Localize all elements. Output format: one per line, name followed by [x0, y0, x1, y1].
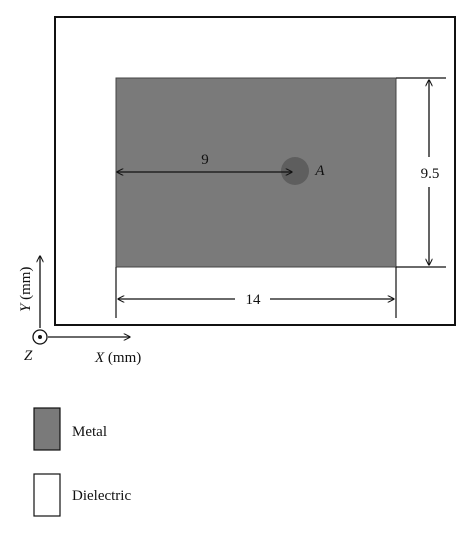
feed-point-a	[281, 157, 309, 185]
y-axis-letter: Y	[18, 302, 34, 312]
legend-item-dielectric: Dielectric	[33, 473, 131, 517]
x-axis-letter: X	[94, 350, 105, 366]
y-axis-label: Y (mm)	[18, 267, 34, 312]
y-axis-unit: (mm)	[18, 267, 34, 304]
dimension-label-height: 9.5	[421, 166, 440, 182]
legend-item-metal: Metal	[33, 407, 107, 451]
z-axis-label: Z	[24, 348, 33, 364]
point-label-a: A	[314, 163, 325, 179]
legend-swatch-dielectric	[33, 473, 61, 517]
dimension-label-width: 14	[246, 292, 262, 308]
z-axis-symbol-dot	[38, 335, 42, 339]
x-axis-unit: (mm)	[104, 350, 141, 366]
legend: Metal Dielectric	[33, 407, 131, 517]
legend-label-metal: Metal	[72, 424, 107, 440]
legend-swatch-metal	[33, 407, 61, 451]
legend-label-dielectric: Dielectric	[72, 488, 131, 504]
x-axis-label: X (mm)	[94, 350, 141, 366]
dimension-label-offset: 9	[201, 152, 209, 168]
